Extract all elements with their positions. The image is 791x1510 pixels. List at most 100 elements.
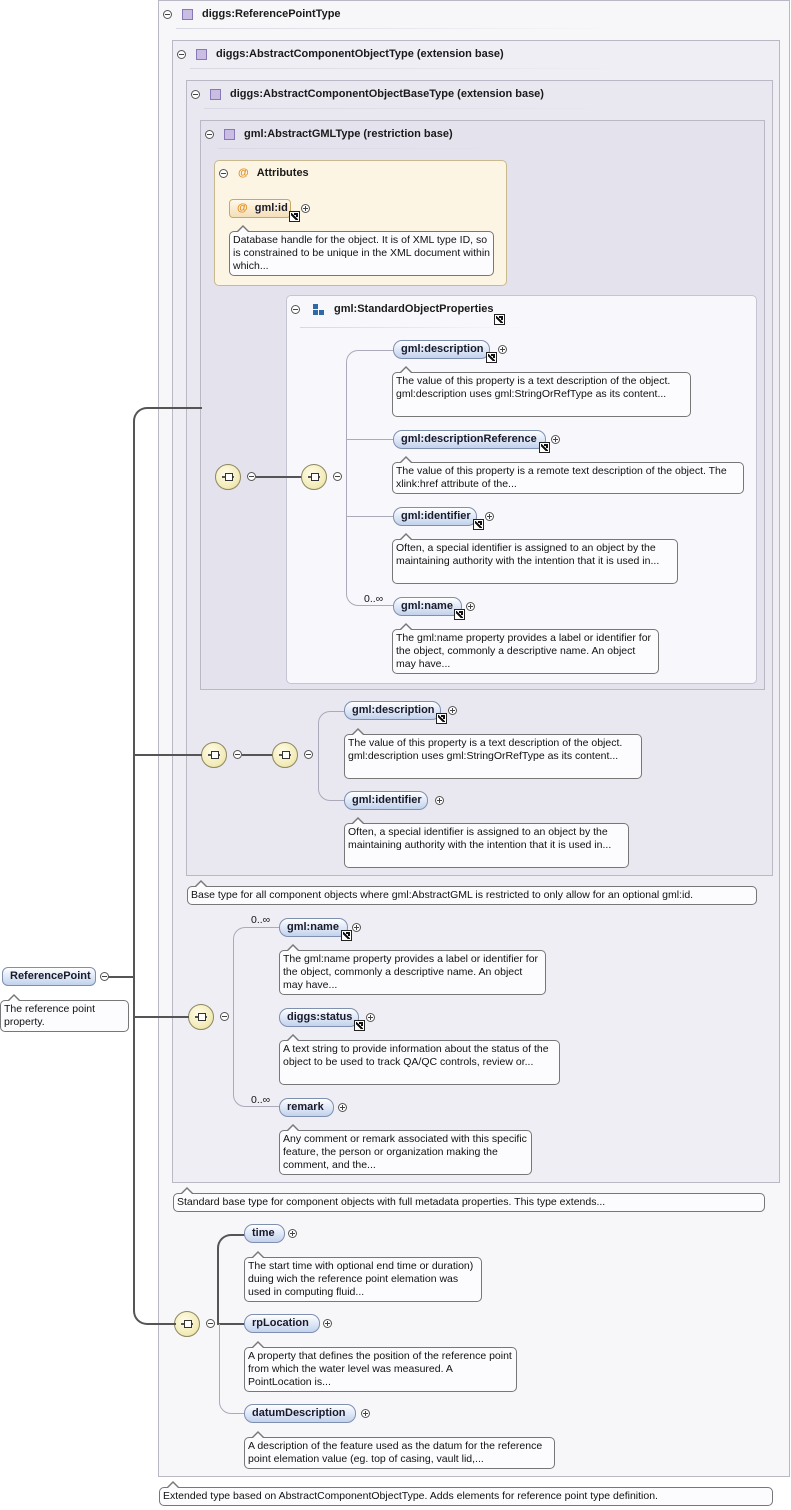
expand-plus-icon[interactable] (551, 435, 560, 444)
cardinality-label: 0..∞ (251, 914, 271, 926)
connector-line (318, 755, 345, 801)
reference-arrow-icon[interactable] (454, 609, 465, 620)
reference-arrow-icon[interactable] (354, 1020, 365, 1031)
attribute-at-icon: @ (237, 202, 248, 214)
element-doc: A text string to provide information abo… (279, 1034, 560, 1085)
collapse-minus-icon[interactable] (304, 750, 313, 759)
element-doc: Any comment or remark associated with th… (279, 1124, 532, 1175)
element-doc: The value of this property is a text des… (392, 366, 691, 417)
model-group-icon (313, 303, 324, 315)
sequence-compositor-icon[interactable] (188, 1004, 214, 1030)
connector-line (219, 1324, 245, 1414)
connector-line (233, 1017, 280, 1107)
collapse-minus-icon[interactable] (219, 168, 228, 178)
cardinality-label: 0..∞ (251, 1094, 271, 1106)
element-gml-identifier[interactable]: gml:identifier (344, 791, 428, 810)
connector-line (133, 407, 202, 978)
reference-point-type-header: diggs:ReferencePointType (163, 8, 341, 20)
element-gml-description[interactable]: gml:description (344, 701, 441, 720)
header-divider (300, 327, 530, 328)
expand-plus-icon[interactable] (352, 923, 361, 932)
component-doc: Standard base type for component objects… (173, 1187, 765, 1212)
expand-plus-icon[interactable] (301, 204, 310, 213)
gml-id-doc: Database handle for the object. It is of… (229, 225, 494, 276)
connector-line (108, 976, 135, 978)
expand-plus-icon[interactable] (485, 512, 494, 521)
collapse-minus-icon[interactable] (247, 472, 256, 481)
element-label: gml:description (352, 704, 435, 716)
element-diggs-status[interactable]: diggs:status (279, 1008, 359, 1027)
expand-plus-icon[interactable] (338, 1103, 347, 1112)
element-doc: The gml:name property provides a label o… (279, 944, 546, 995)
collapse-minus-icon[interactable] (100, 972, 109, 981)
element-label: gml:identifier (401, 510, 471, 522)
complex-type-icon (182, 8, 193, 20)
element-gml-name[interactable]: gml:name (393, 597, 462, 616)
element-rp-location[interactable]: rpLocation (244, 1314, 320, 1333)
expand-plus-icon[interactable] (288, 1229, 297, 1238)
reference-arrow-icon[interactable] (494, 314, 505, 325)
reference-arrow-icon[interactable] (436, 713, 447, 724)
connector-line (346, 350, 394, 477)
header-divider (176, 28, 616, 29)
sequence-compositor-icon[interactable] (174, 1311, 200, 1337)
connector-line (217, 1323, 245, 1325)
element-label: gml:descriptionReference (401, 433, 537, 445)
element-time[interactable]: time (244, 1224, 285, 1243)
element-datum-description[interactable]: datumDescription (244, 1404, 356, 1423)
sequence-compositor-icon[interactable] (301, 464, 327, 490)
reference-arrow-icon[interactable] (486, 352, 497, 363)
collapse-minus-icon[interactable] (191, 89, 200, 99)
gml-id-label: gml:id (254, 202, 288, 214)
type-doc: Extended type based on AbstractComponent… (159, 1481, 773, 1506)
collapse-minus-icon[interactable] (177, 49, 186, 59)
attribute-at-icon: @ (238, 167, 249, 179)
complex-type-icon (210, 88, 221, 100)
collapse-minus-icon[interactable] (333, 472, 342, 481)
expand-plus-icon[interactable] (466, 602, 475, 611)
expand-plus-icon[interactable] (361, 1409, 370, 1418)
component-type-header: diggs:AbstractComponentObjectType (exten… (177, 48, 504, 60)
component-base-title: diggs:AbstractComponentObjectBaseType (e… (230, 88, 544, 100)
expand-plus-icon[interactable] (435, 796, 444, 805)
gml-id-attribute[interactable]: @ gml:id (229, 199, 291, 218)
element-doc: The gml:name property provides a label o… (392, 623, 659, 674)
complex-type-icon (224, 128, 235, 140)
collapse-minus-icon[interactable] (206, 1319, 215, 1328)
element-gml-name[interactable]: gml:name (279, 918, 348, 937)
collapse-minus-icon[interactable] (233, 750, 242, 759)
element-label: gml:description (401, 343, 484, 355)
reference-arrow-icon[interactable] (289, 211, 300, 222)
element-doc: Often, a special identifier is assigned … (392, 533, 678, 584)
sequence-compositor-icon[interactable] (201, 742, 227, 768)
connector-line (133, 976, 176, 1325)
reference-arrow-icon[interactable] (473, 519, 484, 530)
element-label: rpLocation (252, 1317, 309, 1329)
collapse-minus-icon[interactable] (163, 9, 172, 19)
root-element-reference-point[interactable]: ReferencePoint (2, 967, 96, 986)
sequence-compositor-icon[interactable] (272, 742, 298, 768)
reference-arrow-icon[interactable] (341, 930, 352, 941)
reference-arrow-icon[interactable] (539, 442, 550, 453)
gml-type-header: gml:AbstractGMLType (restriction base) (205, 128, 453, 140)
collapse-minus-icon[interactable] (205, 129, 214, 139)
sequence-compositor-icon[interactable] (215, 464, 241, 490)
collapse-minus-icon[interactable] (220, 1012, 229, 1021)
element-gml-description-reference[interactable]: gml:descriptionReference (393, 430, 546, 449)
expand-plus-icon[interactable] (366, 1013, 375, 1022)
expand-plus-icon[interactable] (448, 706, 457, 715)
expand-plus-icon[interactable] (498, 345, 507, 354)
component-title: diggs:AbstractComponentObjectType (exten… (216, 48, 504, 60)
root-doc: The reference point property. (0, 994, 129, 1032)
header-divider (204, 108, 624, 109)
element-gml-description[interactable]: gml:description (393, 340, 490, 359)
expand-plus-icon[interactable] (323, 1319, 332, 1328)
element-gml-identifier[interactable]: gml:identifier (393, 507, 477, 526)
connector-line (233, 927, 280, 1017)
collapse-minus-icon[interactable] (291, 304, 300, 314)
component-base-doc: Base type for all component objects wher… (187, 880, 757, 905)
element-remark[interactable]: remark (279, 1098, 334, 1117)
element-label: gml:identifier (352, 794, 422, 806)
element-label: gml:name (401, 600, 453, 612)
connector-line (242, 754, 273, 756)
